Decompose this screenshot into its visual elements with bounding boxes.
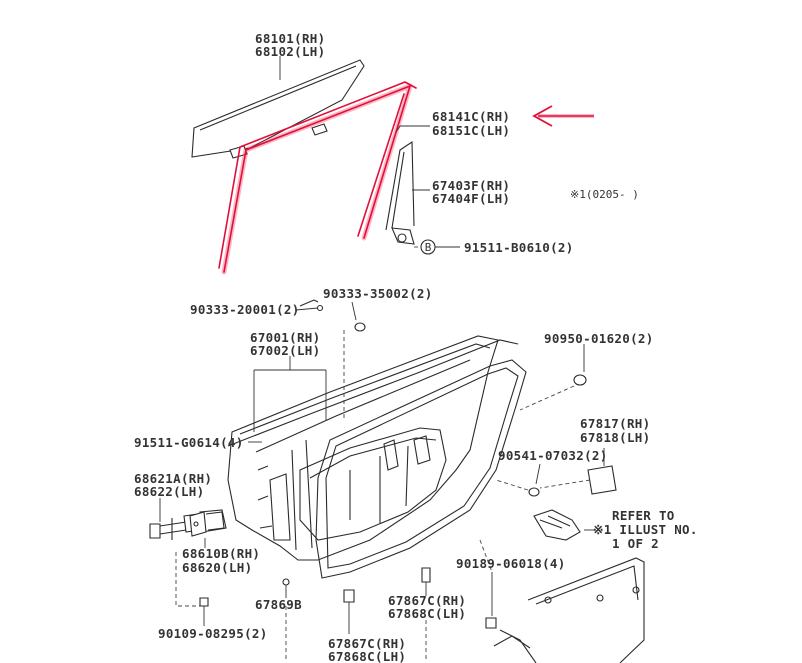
label-screw-35002: 90333-35002(2): [323, 286, 433, 301]
label-weatherstrip-b: 67869B: [255, 597, 302, 612]
label-hole-cover-rh: 67817(RH): [580, 416, 650, 431]
label-door-panel-rh: 67001(RH): [250, 330, 320, 345]
highlight-arrow: [532, 105, 594, 127]
bolt-b-marker: B: [414, 239, 460, 255]
clip-06018: [479, 539, 497, 629]
screw-08295: [199, 597, 209, 626]
label-run-channel-lh: 68151C(LH): [432, 123, 510, 138]
label-weatherstrip-c1-lh: 67868C(LH): [388, 606, 466, 621]
run-channel-highlighted: [218, 81, 417, 275]
hole-cover: [539, 448, 617, 495]
label-glass-rh: 68101(RH): [255, 31, 325, 46]
label-bolt-b: 91511-B0610(2): [464, 240, 574, 255]
dash-01620: [519, 385, 575, 411]
label-division-bar-lh: 67404F(LH): [432, 191, 510, 206]
label-division-bar-rh: 67403F(RH): [432, 178, 510, 193]
screw-20001: [295, 299, 324, 312]
plug-07032: [495, 463, 541, 497]
clip-35002: [351, 301, 366, 332]
label-hole-cover-lh: 67818(LH): [580, 430, 650, 445]
clip-01620: [573, 374, 587, 386]
clip-67867c-b: [421, 567, 431, 660]
label-refer-1: REFER TO: [612, 508, 675, 523]
label-clip-06018: 90189-06018(4): [456, 556, 566, 571]
door-check: [149, 498, 227, 548]
label-weatherstrip-c2-rh: 67867C(RH): [328, 636, 406, 651]
label-plug-07032: 90541-07032(2): [498, 448, 608, 463]
label-refer-2: ※1 ILLUST NO.: [593, 522, 698, 537]
label-check-lh: 68622(LH): [134, 484, 204, 499]
label-weatherstrip-c1-rh: 67867C(RH): [388, 593, 466, 608]
label-weatherstrip-c2-lh: 67868C(LH): [328, 649, 406, 663]
label-hinge-lh: 68620(LH): [182, 560, 252, 575]
label-check-rh: 68621A(RH): [134, 471, 212, 486]
label-refer-3: 1 OF 2: [612, 536, 659, 551]
division-bar: [385, 140, 415, 245]
label-run-channel-rh: 68141C(RH): [432, 109, 510, 124]
refer-bracket-part: [533, 509, 594, 541]
clip-67869b: [282, 578, 290, 660]
leader-run-channel: [395, 125, 430, 133]
door-panel: [227, 335, 499, 561]
label-note-mark: ※1(0205- ): [570, 188, 639, 201]
label-hinge-rh: 68610B(RH): [182, 546, 260, 561]
clip-67867c-a: [343, 589, 355, 634]
label-bolt-g0614: 91511-G0614(4): [134, 435, 244, 450]
panel-bracket: [253, 356, 327, 432]
label-screw-08295: 90109-08295(2): [158, 626, 268, 641]
label-screw-20001: 90333-20001(2): [190, 302, 300, 317]
b-circle-label: B: [425, 241, 432, 254]
label-clip-01620: 90950-01620(2): [544, 331, 654, 346]
door-trim-board: [493, 557, 645, 663]
label-glass-lh: 68102(LH): [255, 44, 325, 59]
door-hinge: [175, 511, 225, 607]
door-weatherstrips: [227, 339, 527, 579]
label-door-panel-lh: 67002(LH): [250, 343, 320, 358]
